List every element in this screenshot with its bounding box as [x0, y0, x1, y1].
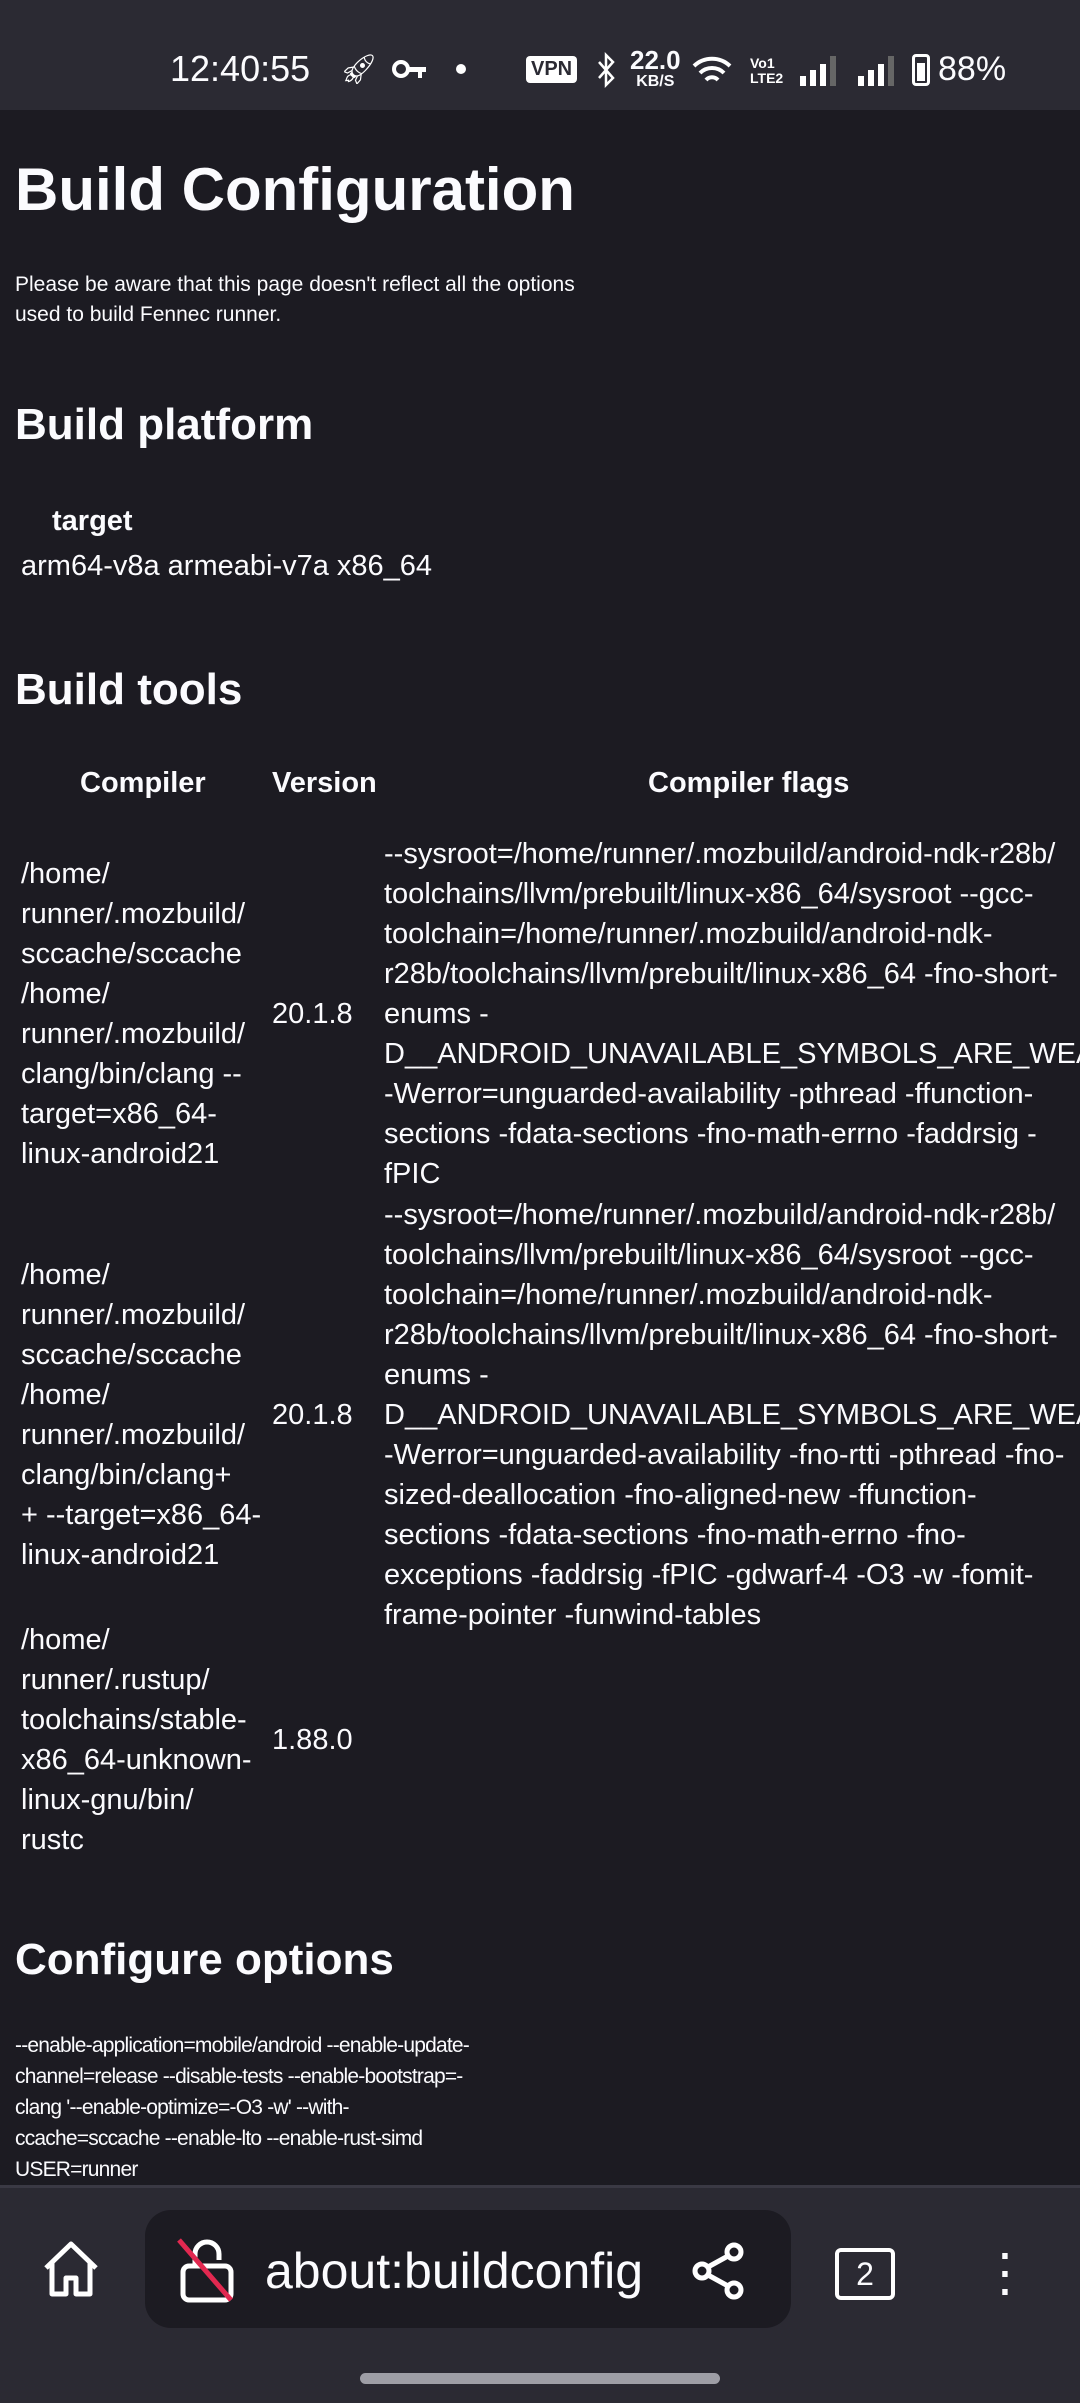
compiler-cell-line: linux-android21: [21, 1138, 220, 1170]
compiler-cell-line: runner/.mozbuild/: [21, 898, 246, 930]
configure-options-line: ccache=sccache --enable-lto --enable-rus…: [15, 2127, 423, 2150]
flags-cell-line: enums -: [384, 1359, 489, 1391]
url-bar[interactable]: about:buildconfig: [145, 2210, 791, 2328]
gesture-handle[interactable]: [360, 2373, 720, 2384]
configure-options-line: clang '--enable-optimize=-O3 -w' --with-: [15, 2096, 350, 2119]
compiler-cell-line: runner/.mozbuild/: [21, 1419, 246, 1451]
compiler-cell-line: /home/: [21, 858, 110, 890]
compiler-cell-line: rustc: [21, 1824, 84, 1856]
home-icon[interactable]: [40, 2238, 102, 2300]
compiler-cell-line: + --target=x86_64-: [21, 1499, 262, 1531]
compiler-cell-line: runner/.rustup/: [21, 1664, 210, 1696]
signal-icon: [800, 56, 836, 86]
flags-cell-line: D__ANDROID_UNAVAILABLE_SYMBOLS_ARE_WEAK_…: [384, 1399, 1080, 1431]
configure-options-line: USER=runner: [15, 2158, 138, 2181]
status-time: 12:40:55: [170, 48, 311, 89]
version-header: Version: [272, 767, 377, 799]
flags-cell: --sysroot=/home/runner/.mozbuild/android…: [384, 834, 1080, 1194]
flags-cell-line: sections -fdata-sections -fno-math-errno…: [384, 1118, 1037, 1150]
flags-cell-line: r28b/toolchains/llvm/prebuilt/linux-x86_…: [384, 1319, 1058, 1351]
flags-cell-line: toolchains/llvm/prebuilt/linux-x86_64/sy…: [384, 1239, 1034, 1271]
compiler-cell: /home/runner/.rustup/toolchains/stable-x…: [21, 1620, 252, 1860]
battery-icon: [912, 54, 930, 86]
compiler-cell-line: clang/bin/clang --: [21, 1058, 242, 1090]
tab-counter-button[interactable]: 2: [835, 2248, 895, 2300]
rocket-icon: 🚀︎: [340, 53, 379, 86]
battery-level: 88%: [938, 50, 1007, 88]
flags-cell-line: D__ANDROID_UNAVAILABLE_SYMBOLS_ARE_WEAK_…: [384, 1038, 1080, 1070]
url-text[interactable]: about:buildconfig: [265, 2243, 644, 2299]
compiler-cell-line: linux-gnu/bin/: [21, 1784, 194, 1816]
compiler-cell: /home/runner/.mozbuild/sccache/sccache/h…: [21, 854, 245, 1174]
build-tools-heading: Build tools: [15, 665, 243, 714]
configure-options-heading: Configure options: [15, 1935, 394, 1984]
menu-icon[interactable]: ···: [995, 2220, 1015, 2319]
compiler-cell-line: runner/.mozbuild/: [21, 1299, 246, 1331]
compiler-cell-line: clang/bin/clang+: [21, 1459, 232, 1491]
flags-cell-line: fPIC: [384, 1158, 441, 1190]
insecure-lock-icon: [177, 2238, 234, 2303]
compiler-cell-line: /home/: [21, 1624, 110, 1656]
vpn-icon: VPN: [526, 56, 578, 83]
browser-toolbar: about:buildconfig 2 ···: [0, 2185, 1080, 2403]
build-platform-heading: Build platform: [15, 400, 314, 449]
compiler-cell-line: x86_64-unknown-: [21, 1744, 252, 1776]
compiler-cell: /home/runner/.mozbuild/sccache/sccache/h…: [21, 1255, 261, 1575]
flags-header: Compiler flags: [648, 767, 850, 799]
key-icon: [392, 60, 426, 78]
signal-icon: [858, 56, 894, 86]
flags-cell-line: toolchains/llvm/prebuilt/linux-x86_64/sy…: [384, 878, 1034, 910]
compiler-cell-line: sccache/sccache: [21, 1339, 242, 1371]
target-label: target: [52, 505, 133, 537]
wifi-icon: [692, 56, 732, 82]
configure-options-text: --enable-application=mobile/android --en…: [15, 2030, 470, 2185]
flags-cell-line: toolchain=/home/runner/.mozbuild/android…: [384, 1279, 993, 1311]
dot-icon: [456, 64, 466, 74]
page-title: Build Configuration: [15, 156, 575, 223]
flags-cell-line: sections -fdata-sections -fno-math-errno…: [384, 1519, 966, 1551]
flags-cell-line: --sysroot=/home/runner/.mozbuild/android…: [384, 838, 1056, 870]
flags-cell-line: -Werror=unguarded-availability -pthread …: [384, 1078, 1034, 1110]
speed-value: 22.0: [630, 45, 681, 75]
flags-cell-line: exceptions -faddrsig -fPIC -gdwarf-4 -O3…: [384, 1559, 1034, 1591]
compiler-cell-line: target=x86_64-: [21, 1098, 217, 1130]
flags-cell-line: --sysroot=/home/runner/.mozbuild/android…: [384, 1199, 1056, 1231]
speed-unit: KB/S: [636, 73, 675, 90]
compiler-cell-line: linux-android21: [21, 1539, 220, 1571]
bluetooth-icon: [598, 52, 615, 88]
version-cell: 20.1.8: [272, 1399, 353, 1431]
flags-cell-line: r28b/toolchains/llvm/prebuilt/linux-x86_…: [384, 958, 1058, 990]
compiler-cell-line: runner/.mozbuild/: [21, 1018, 246, 1050]
flags-cell-line: toolchain=/home/runner/.mozbuild/android…: [384, 918, 993, 950]
page-note: Please be aware that this page doesn't r…: [15, 273, 575, 326]
flags-cell-line: frame-pointer -funwind-tables: [384, 1599, 762, 1631]
share-icon[interactable]: [690, 2242, 748, 2300]
flags-cell: --sysroot=/home/runner/.mozbuild/android…: [384, 1195, 1080, 1635]
compiler-cell-line: /home/: [21, 1379, 110, 1411]
target-value: arm64-v8a armeabi-v7a x86_64: [21, 550, 433, 582]
compiler-cell-line: /home/: [21, 1259, 110, 1291]
version-cell: 20.1.8: [272, 998, 353, 1030]
configure-options-line: channel=release --disable-tests --enable…: [15, 2065, 463, 2088]
page-content: Build Configuration Please be aware that…: [0, 110, 1080, 2185]
flags-cell-line: sized-deallocation -fno-aligned-new -ffu…: [384, 1479, 977, 1511]
version-cell: 1.88.0: [272, 1724, 353, 1756]
compiler-cell-line: /home/: [21, 978, 110, 1010]
compiler-cell-line: toolchains/stable-: [21, 1704, 247, 1736]
flags-cell-line: enums -: [384, 998, 489, 1030]
configure-options-line: --enable-application=mobile/android --en…: [15, 2034, 470, 2057]
compiler-cell-line: sccache/sccache: [21, 938, 242, 970]
compiler-header: Compiler: [80, 767, 206, 799]
flags-cell-line: -Werror=unguarded-availability -fno-rtti…: [384, 1439, 1065, 1471]
